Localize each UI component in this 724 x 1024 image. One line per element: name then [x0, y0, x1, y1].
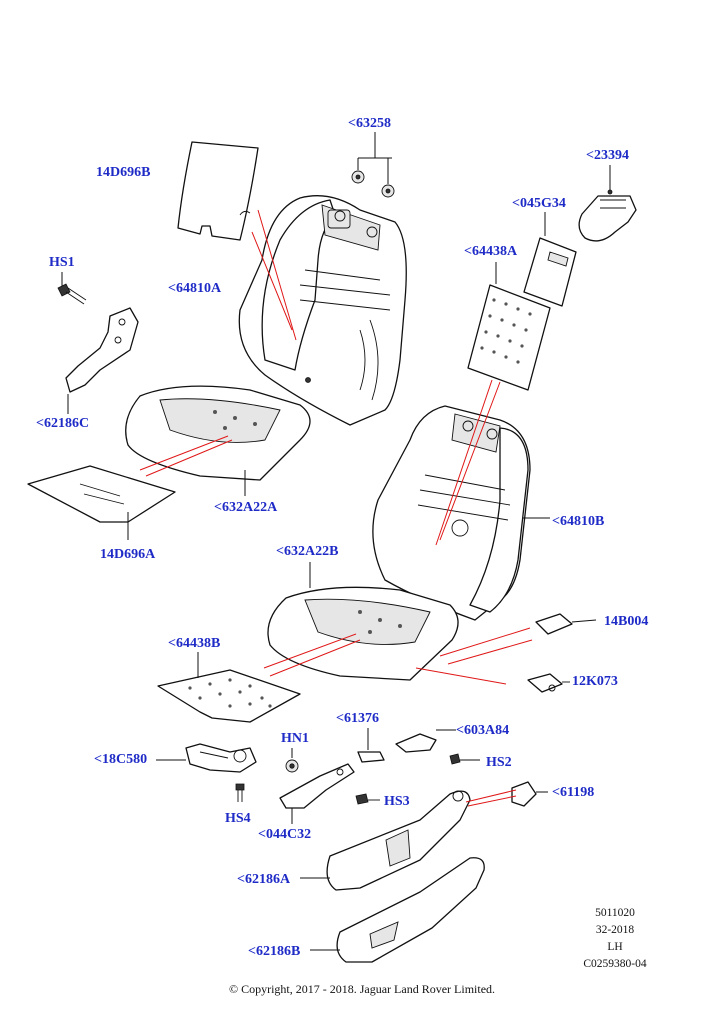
callout-603A84[interactable]: <603A84: [456, 723, 510, 738]
part-045G34-panel[interactable]: [523, 212, 577, 307]
callout-14B004[interactable]: 14B004: [604, 614, 649, 629]
callout-61376[interactable]: <61376: [336, 711, 379, 726]
copyright-notice: © Copyright, 2017 - 2018. Jaguar Land Ro…: [228, 982, 496, 996]
callout-23394[interactable]: <23394: [586, 148, 629, 163]
part-64438B-panel[interactable]: [157, 652, 301, 723]
part-63258-clips[interactable]: [351, 132, 395, 198]
callout-632A22A[interactable]: <632A22A: [214, 500, 278, 515]
part-61376-clip[interactable]: [357, 728, 385, 763]
callout-64810A[interactable]: <64810A: [168, 281, 222, 296]
part-HN1-nut[interactable]: [285, 748, 299, 773]
callout-63258[interactable]: <63258: [348, 116, 391, 131]
callout-HS3[interactable]: HS3: [384, 794, 410, 809]
callout-12K073[interactable]: 12K073: [572, 674, 618, 689]
part-23394-mechanism[interactable]: [578, 165, 637, 242]
part-62186C-bracket[interactable]: [65, 307, 139, 414]
callout-044C32[interactable]: <044C32: [258, 827, 312, 842]
callout-61198[interactable]: <61198: [552, 785, 595, 800]
diagram-side: LH: [607, 941, 623, 953]
part-044C32-bracket[interactable]: [279, 763, 355, 824]
part-HS4-screw[interactable]: [235, 783, 245, 802]
part-HS2-screw[interactable]: [449, 753, 480, 765]
callout-62186B[interactable]: <62186B: [248, 944, 301, 959]
panel-holes: [480, 298, 532, 364]
part-HS3-screw[interactable]: [355, 793, 380, 805]
callout-HS4[interactable]: HS4: [225, 811, 251, 826]
callout-14D696A[interactable]: 14D696A: [100, 547, 156, 562]
part-64810A-seatback[interactable]: [238, 195, 407, 426]
part-632A22A-cushion[interactable]: [125, 385, 311, 496]
callout-64810B[interactable]: <64810B: [552, 514, 605, 529]
callout-62186C[interactable]: <62186C: [36, 416, 90, 431]
callout-632A22B[interactable]: <632A22B: [276, 544, 339, 559]
callout-64438B[interactable]: <64438B: [168, 636, 221, 651]
part-18C580-motor[interactable]: [156, 743, 257, 773]
callout-62186A[interactable]: <62186A: [237, 872, 291, 887]
reference-lines: [139, 209, 533, 807]
diagram-date: 32-2018: [595, 924, 635, 936]
part-632A22B-cushion[interactable]: [267, 562, 459, 681]
callout-18C580[interactable]: <18C580: [94, 752, 148, 767]
part-HS1-screw[interactable]: [57, 272, 87, 305]
diagram-number: 5011020: [595, 907, 635, 919]
part-64438A-panel[interactable]: [467, 262, 551, 391]
part-14D696A-pad[interactable]: [27, 465, 176, 540]
callout-HS2[interactable]: HS2: [486, 755, 512, 770]
callout-HS1[interactable]: HS1: [49, 255, 75, 270]
part-603A84-bracket[interactable]: [395, 729, 456, 753]
diagram-code: C0259380-04: [583, 958, 647, 970]
callout-045G34[interactable]: <045G34: [512, 196, 566, 211]
part-61198-knob[interactable]: [511, 781, 548, 807]
part-14B004-sensor[interactable]: [535, 613, 597, 635]
part-62186B-trim[interactable]: [310, 857, 485, 963]
callout-14D696B[interactable]: 14D696B: [96, 165, 151, 180]
callout-64438A[interactable]: <64438A: [464, 244, 518, 259]
part-64810B-seatback[interactable]: [372, 405, 550, 621]
part-62186A-trim[interactable]: [300, 790, 471, 891]
callout-HN1[interactable]: HN1: [281, 731, 309, 746]
part-14D696B-pad[interactable]: [177, 141, 259, 241]
part-12K073-connector[interactable]: [527, 673, 570, 693]
